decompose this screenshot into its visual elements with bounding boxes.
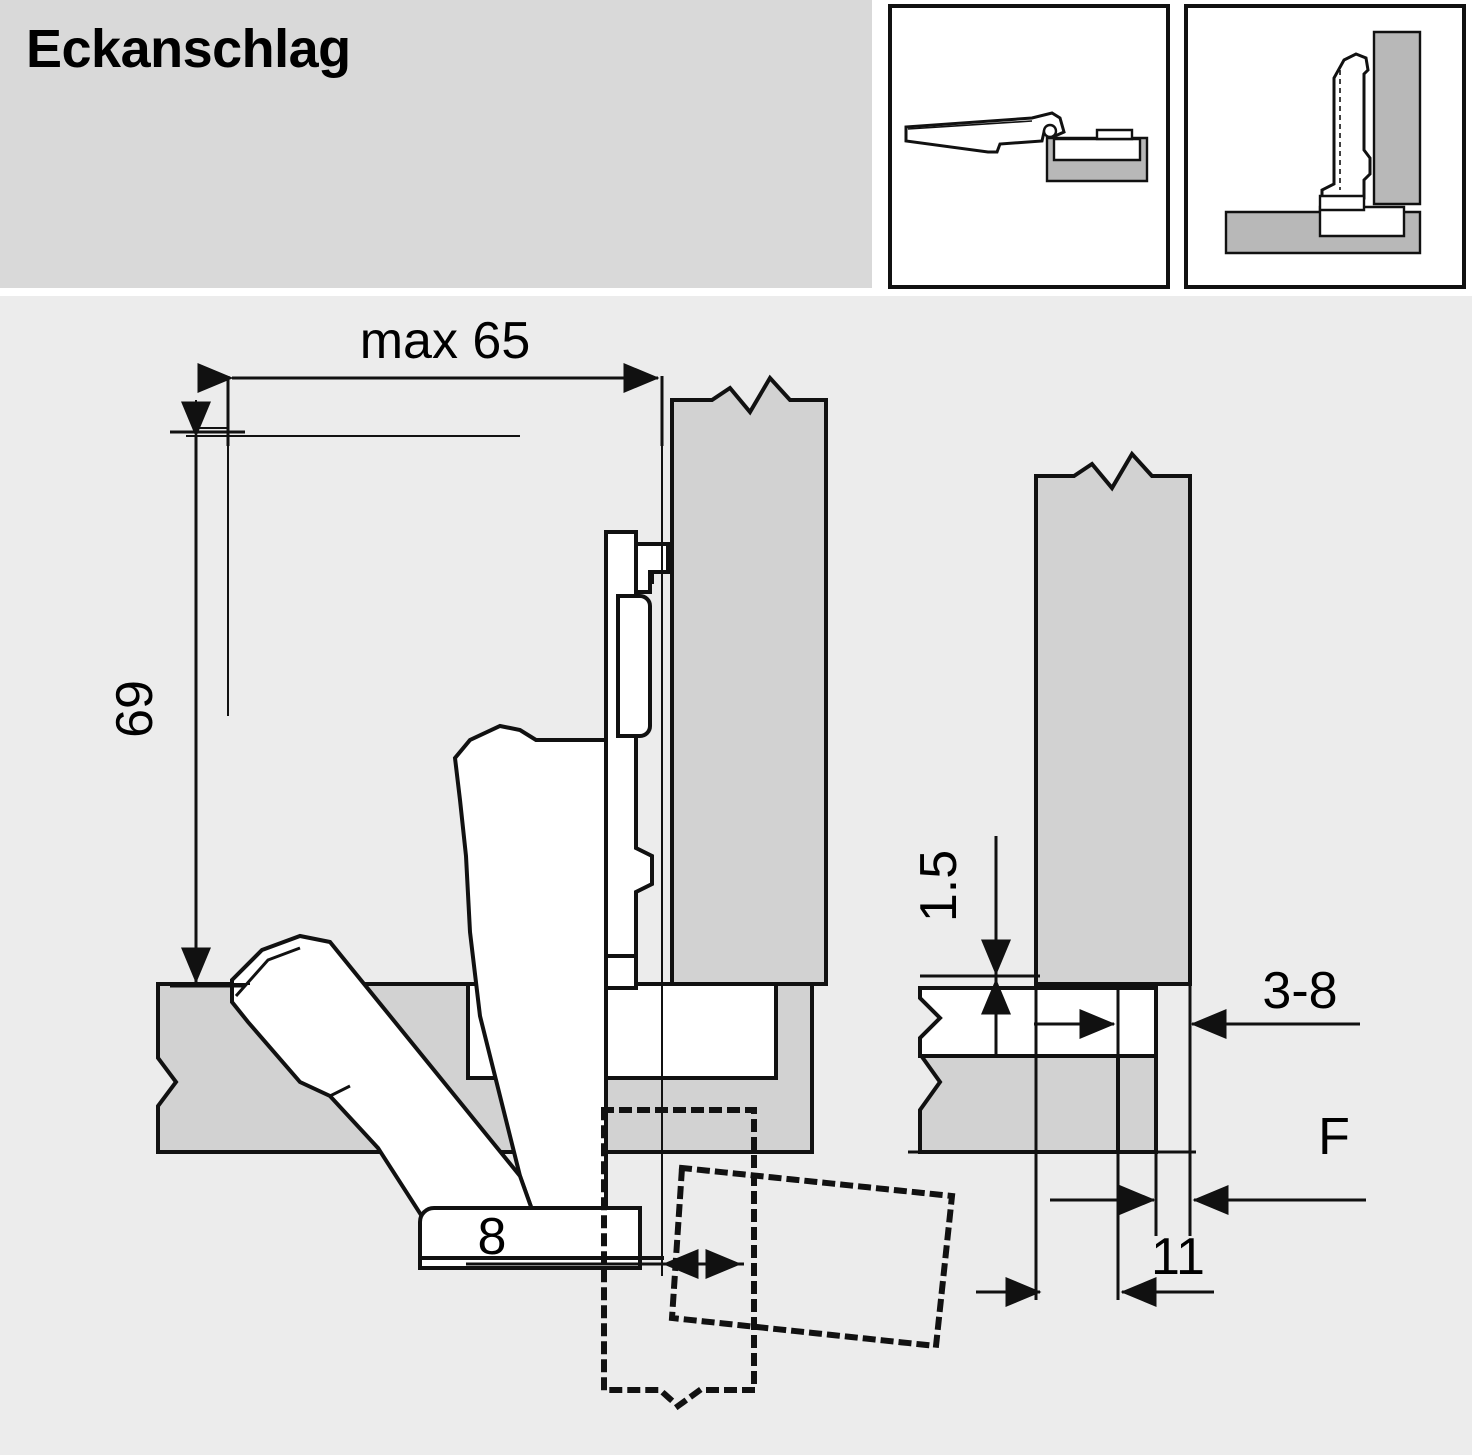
dimension-3-8: 3-8 — [1034, 962, 1360, 1039]
dimension-label-1-5: 1.5 — [910, 850, 968, 922]
hinge-open-illustration — [904, 111, 1149, 183]
dimension-label-3-8: 3-8 — [1262, 962, 1337, 1020]
thumbnail-hinge-open — [888, 4, 1170, 289]
dimension-max65: max 65 — [197, 312, 664, 446]
dimension-label-F: F — [1318, 1108, 1350, 1166]
hinge-closed-illustration — [1224, 30, 1422, 255]
dimension-11: 11 — [976, 1228, 1214, 1307]
dimension-F: F — [1050, 1108, 1366, 1215]
hinge-section-drawing: max 65 69 8 — [106, 312, 1366, 1410]
dimension-label-11: 11 — [1151, 1228, 1205, 1286]
mounting-plate-right — [918, 986, 1158, 1058]
dimension-69: 69 — [106, 401, 245, 988]
thumbnail-hinge-closed — [1184, 4, 1466, 289]
main-drawing: max 65 69 8 — [0, 296, 1472, 1455]
door-panel-right — [1034, 450, 1192, 986]
dimension-1-5: 1.5 — [910, 844, 1011, 1056]
dimension-label-8: 8 — [478, 1208, 507, 1266]
dimension-8: 8 — [466, 1208, 744, 1279]
dimension-label-max65: max 65 — [360, 312, 531, 370]
hinge-assembly-left — [230, 530, 670, 1270]
page-title: Eckanschlag — [26, 19, 351, 79]
door-panel-left — [670, 374, 828, 986]
dimension-label-69: 69 — [106, 680, 164, 738]
header-band: Eckanschlag — [0, 0, 872, 288]
